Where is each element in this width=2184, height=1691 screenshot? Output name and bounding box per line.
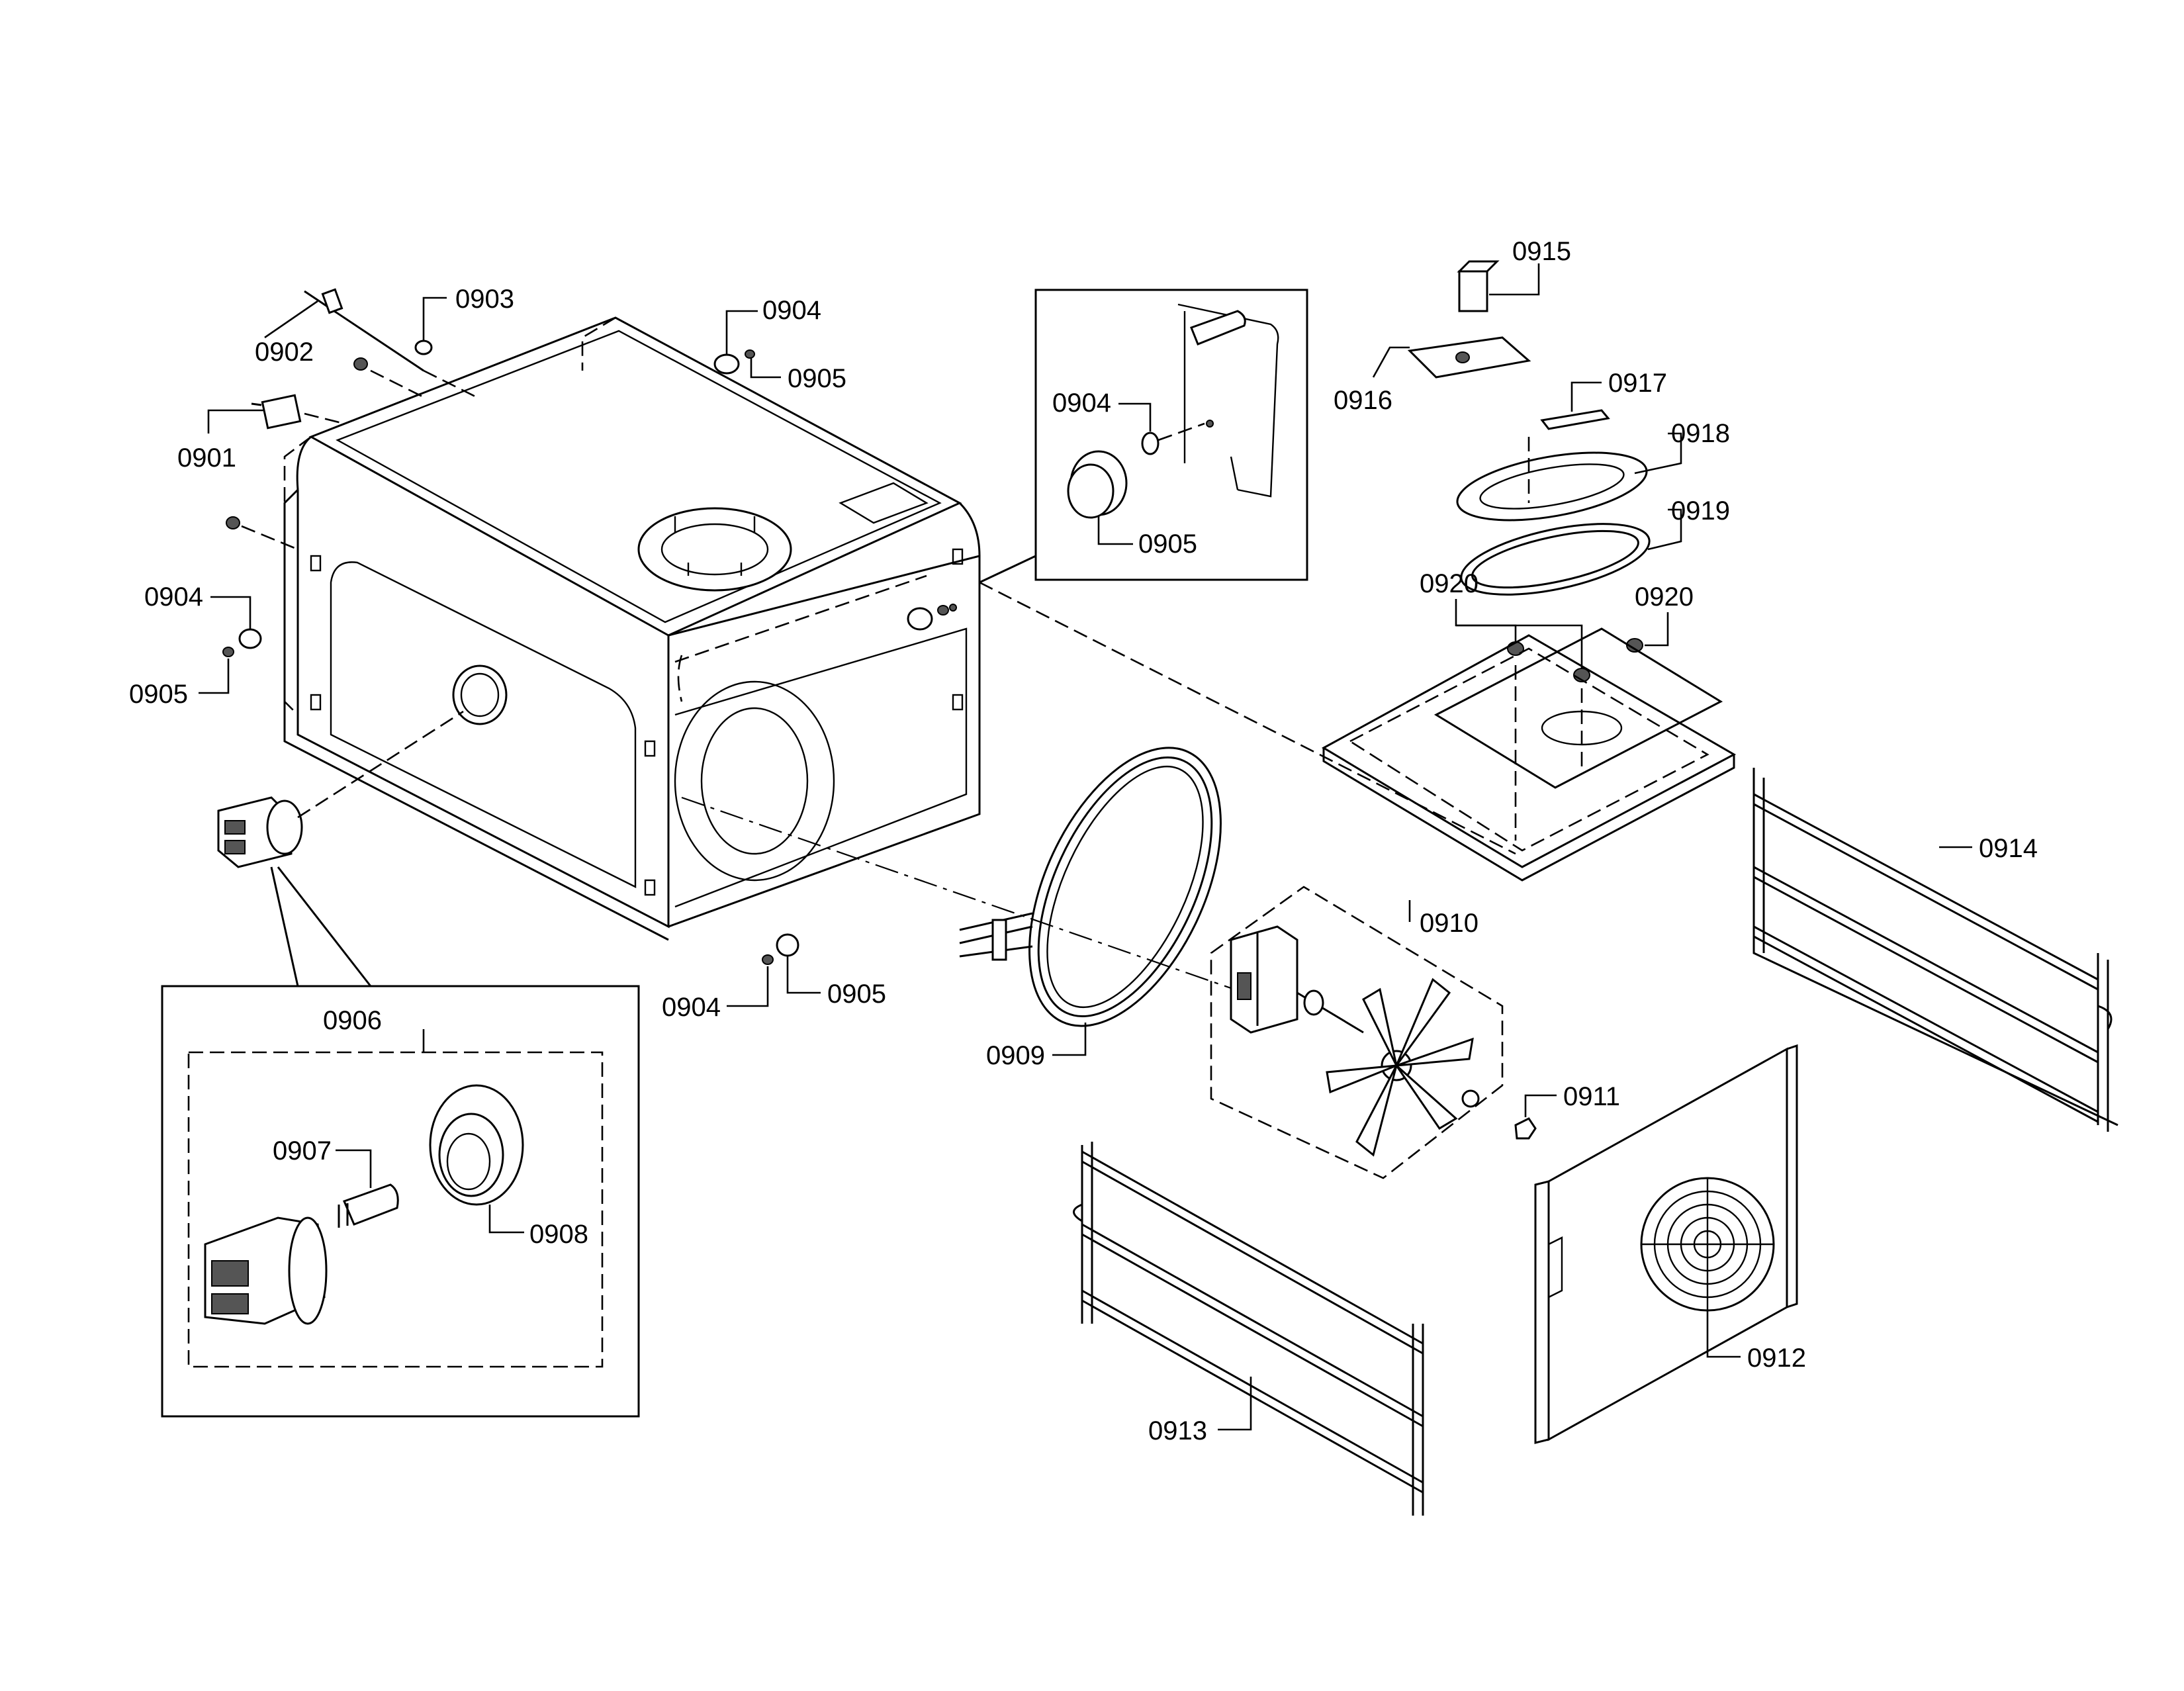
- callout-0905-detail: 0904: [1052, 388, 1111, 418]
- callout-0914: 0914: [1979, 834, 2038, 863]
- callout-0905-bottom: 0904: [662, 993, 721, 1022]
- callout-0906: 0906: [323, 1006, 382, 1035]
- callout-0916: 0916: [1334, 386, 1392, 415]
- callout-0905-left: 0905: [129, 680, 188, 709]
- oven-cavity: [283, 316, 981, 941]
- leader-lines: [199, 263, 1972, 1431]
- callout-0904-left: 0904: [144, 582, 203, 612]
- plug-0904-left: [222, 628, 262, 657]
- callout-0904-detail: 0905: [1138, 529, 1197, 559]
- callout-0901: 0901: [177, 443, 236, 473]
- callout-0918: 0918: [1671, 419, 1730, 448]
- plug-0904-side: [907, 604, 957, 631]
- rack-guide-0914: [1752, 768, 2118, 1132]
- callout-0905-top: 0905: [788, 364, 846, 393]
- callout-0913: 0913: [1148, 1416, 1207, 1445]
- callout-0904-bottom: 0905: [827, 980, 886, 1009]
- rack-guide-0913: [1073, 1142, 1424, 1516]
- callout-0904-top: 0904: [762, 296, 821, 325]
- heating-element-0909: [681, 747, 1245, 1027]
- lamp-detail-box: [161, 985, 640, 1418]
- callout-0909: 0909: [986, 1041, 1045, 1070]
- plug-0904-top: [713, 349, 755, 375]
- ceiling-heater-assembly: [979, 260, 1737, 882]
- callout-0910: 0910: [1420, 909, 1479, 938]
- callout-0902: 0902: [255, 338, 314, 367]
- callout-0911: 0911: [1563, 1082, 1620, 1111]
- temperature-sensor-0902: [304, 288, 477, 398]
- callout-labels: 0901 0902 0903 0904 0905 0904 0905 0904 …: [129, 237, 2038, 1445]
- nut-0911: [1514, 1117, 1537, 1140]
- plug-detail-box: [979, 289, 1308, 584]
- callout-0917: 0917: [1608, 369, 1667, 398]
- callout-0907: 0907: [273, 1136, 332, 1165]
- plug-0904-bottom: [762, 933, 799, 965]
- callout-0920-right: 0920: [1635, 582, 1694, 612]
- callout-0915: 0915: [1512, 237, 1571, 266]
- fan-cover-0912: [1534, 1044, 1798, 1444]
- thermostat-switch-0901: [251, 394, 345, 430]
- grommet-0903: [353, 340, 433, 398]
- lamp-assembly-0906: [217, 710, 464, 987]
- callout-0908: 0908: [529, 1220, 588, 1249]
- nut-left-top: [226, 516, 298, 551]
- callout-0919: 0919: [1671, 496, 1730, 526]
- callout-0912: 0912: [1747, 1344, 1806, 1373]
- callout-0920-left: 0920: [1420, 569, 1479, 598]
- fan-motor-0910: [1210, 886, 1504, 1179]
- callout-0903: 0903: [455, 285, 514, 314]
